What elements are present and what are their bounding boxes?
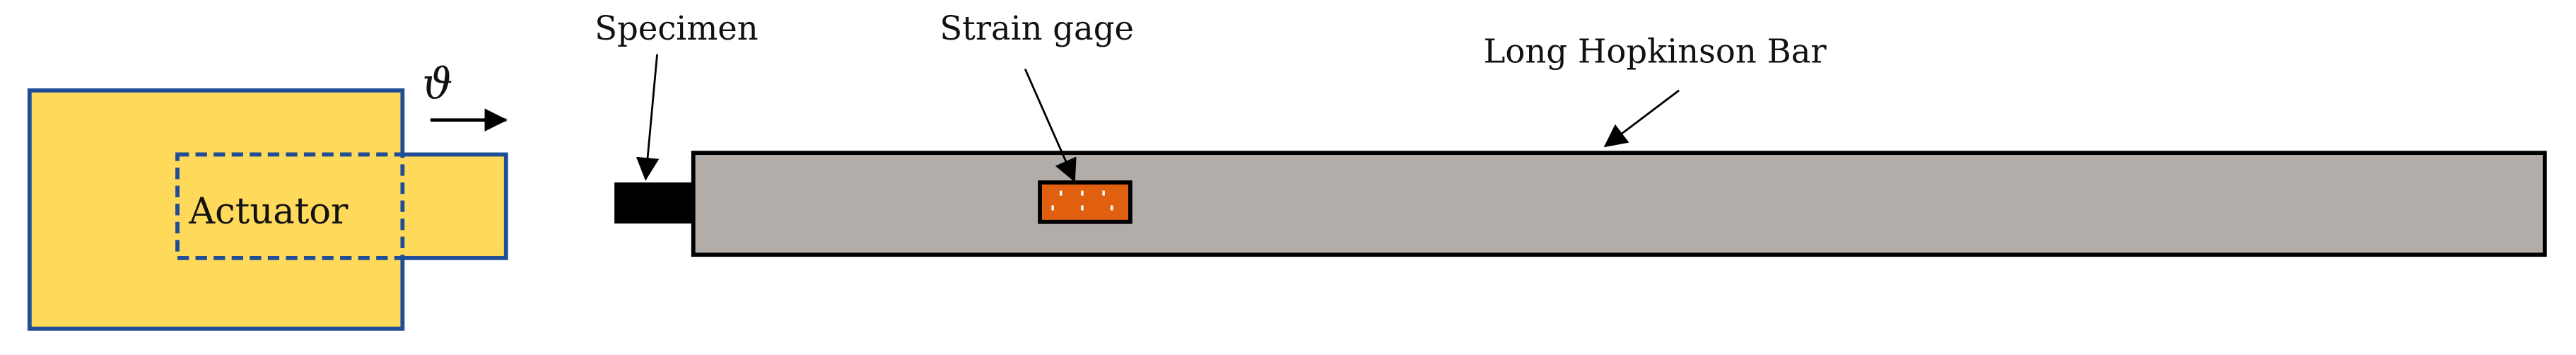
strain-gage-label: Strain gage <box>939 9 1134 47</box>
specimen-arrow-icon <box>636 54 660 181</box>
actuator-body <box>27 88 405 331</box>
specimen-label: Specimen <box>595 9 758 47</box>
velocity-symbol: ϑ <box>422 59 452 109</box>
bar-arrow-icon <box>1603 89 1680 148</box>
bar-label: Long Hopkinson Bar <box>1484 32 1827 70</box>
hopkinson-bar <box>691 151 2547 257</box>
actuator-piston-dashed <box>175 152 405 260</box>
actuator-label: Actuator <box>188 191 349 233</box>
actuator-rod <box>400 152 508 260</box>
strain-gage <box>1038 180 1132 224</box>
strain-gage-arrow-icon <box>1024 69 1077 182</box>
actuator: Actuator <box>27 88 508 331</box>
specimen <box>614 182 693 224</box>
